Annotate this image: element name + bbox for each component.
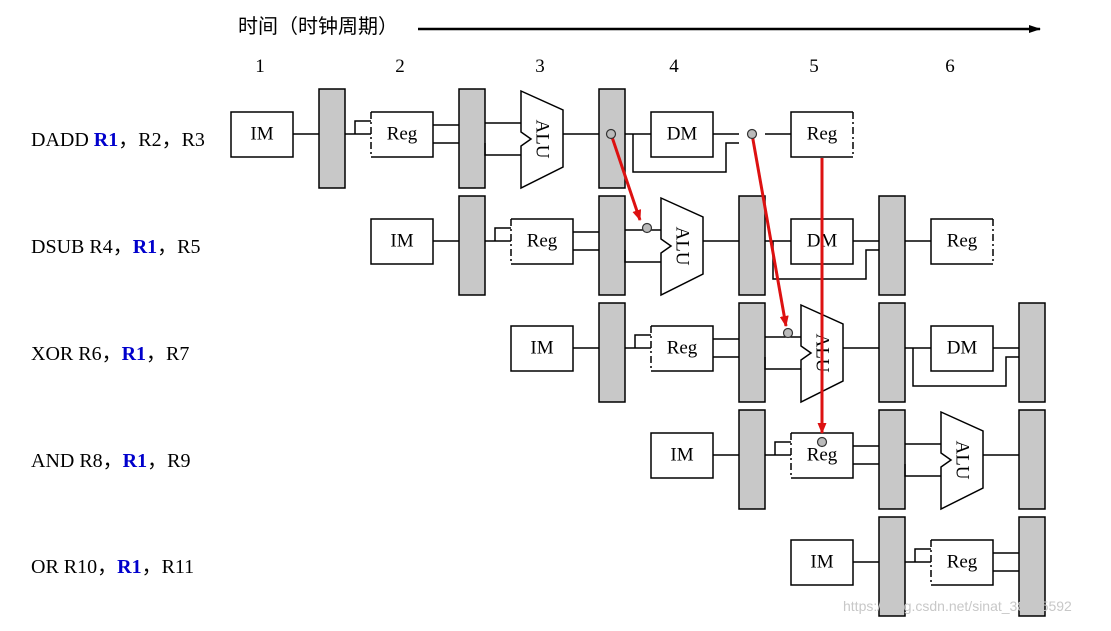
alu-unit (660, 196, 704, 297)
wire (774, 441, 791, 455)
pipeline-register (458, 195, 486, 296)
pipeline-register (738, 302, 766, 403)
pipeline-register (318, 88, 346, 189)
reg-read-box (651, 325, 714, 372)
reg-read-box (371, 111, 434, 158)
pipeline-register (598, 302, 626, 403)
source-register: R1 (121, 343, 147, 365)
instruction-label: XOR R6，R1，R7 (31, 343, 190, 365)
im-stage-label: IM (810, 552, 833, 573)
wire (624, 250, 671, 263)
pipeline-register (1018, 302, 1046, 403)
pipeline-register (738, 409, 766, 510)
cycle-number: 5 (809, 56, 819, 77)
instruction-label: AND R8，R1，R9 (31, 450, 191, 472)
pipeline-register (878, 516, 906, 617)
pipeline-register (738, 195, 766, 296)
wire (764, 357, 811, 370)
cycle-number: 6 (945, 56, 955, 77)
pipeline-register (878, 302, 906, 403)
cycle-number: 2 (395, 56, 405, 77)
reg-read-label: Reg (387, 124, 418, 145)
wire (354, 120, 371, 134)
instruction-label: DSUB R4，R1，R5 (31, 236, 201, 258)
reg-read-label: Reg (527, 231, 558, 252)
forwarding-points (605, 128, 828, 448)
forward-target-dot (641, 222, 653, 234)
dm-stage-label: DM (947, 338, 978, 359)
dm-stage-label: DM (667, 124, 698, 145)
dm-bypass-wire (912, 348, 1019, 387)
pipeline-register (1018, 516, 1046, 617)
im-stage-box (790, 539, 854, 586)
forward-target-dot (816, 436, 828, 448)
dm-stage-box (650, 111, 714, 158)
dm-bypass-wire (632, 134, 739, 173)
pipeline-register (878, 195, 906, 296)
wire (484, 143, 531, 156)
wire (914, 548, 931, 562)
pipeline-register (458, 88, 486, 189)
instruction-label: DADD R1，R2，R3 (31, 129, 205, 151)
alu-unit (520, 89, 564, 190)
forwarding-arrow (750, 133, 789, 327)
reg-write-box (790, 111, 853, 158)
pipeline-register (1018, 409, 1046, 510)
alu-label: ALU (532, 119, 553, 158)
reg-read-label: Reg (947, 552, 978, 573)
dest-register: R1 (93, 129, 119, 151)
im-stage-box (370, 218, 434, 265)
time-axis-label: 时间（时钟周期） (238, 15, 398, 38)
reg-read-box (931, 539, 994, 586)
cycle-number: 1 (255, 56, 265, 77)
reg-write-box (930, 218, 993, 265)
reg-write-label: Reg (807, 124, 838, 145)
reg-read-box (511, 218, 574, 265)
instruction-label: OR R10，R1，R11 (31, 556, 195, 578)
wire (904, 464, 951, 477)
forwarding-arrow (609, 133, 642, 221)
reg-read-label: Reg (807, 445, 838, 466)
im-stage-label: IM (250, 124, 273, 145)
alu-label: ALU (672, 226, 693, 265)
alu-label: ALU (952, 440, 973, 479)
source-register: R1 (132, 236, 158, 258)
forward-target-dot (782, 327, 794, 339)
dm-stage-box (930, 325, 994, 372)
reg-read-label: Reg (667, 338, 698, 359)
im-stage-box (650, 432, 714, 479)
watermark: https://blog.csdn.net/sinat_38945592 (843, 598, 1072, 614)
dm-bypass-wire (772, 241, 879, 280)
wire (494, 227, 511, 241)
im-stage-label: IM (530, 338, 553, 359)
im-stage-label: IM (390, 231, 413, 252)
cycle-number: 3 (535, 56, 545, 77)
im-stage-label: IM (670, 445, 693, 466)
source-register: R1 (122, 450, 148, 472)
forwarding-paths (609, 133, 827, 434)
reg-write-label: Reg (947, 231, 978, 252)
forward-source-dot (746, 128, 758, 140)
alu-unit (940, 410, 984, 511)
cycle-number: 4 (669, 56, 679, 77)
pipeline-register (598, 195, 626, 296)
source-register: R1 (117, 556, 142, 578)
pipeline-register (878, 409, 906, 510)
wire (634, 334, 651, 348)
forward-source-dot (605, 128, 617, 140)
